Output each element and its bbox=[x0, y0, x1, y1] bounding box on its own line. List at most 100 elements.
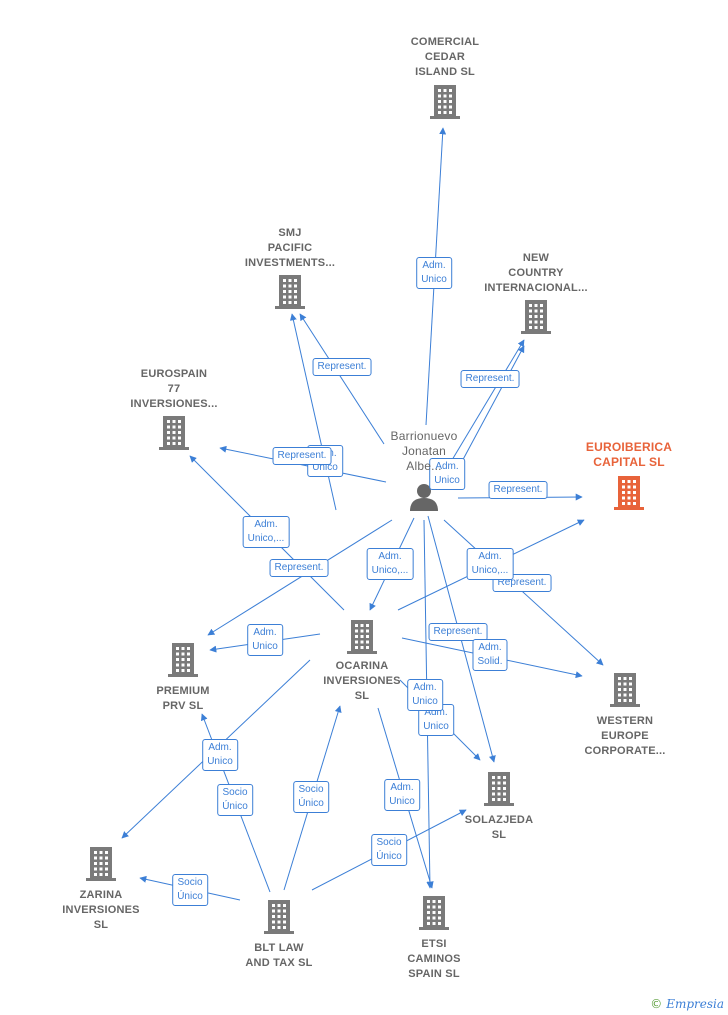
building-icon[interactable] bbox=[430, 85, 460, 119]
edge-label[interactable]: Represent. bbox=[269, 559, 329, 577]
node-label-line: COUNTRY bbox=[508, 267, 564, 279]
node-label-line: WESTERN bbox=[596, 715, 654, 727]
building-icon[interactable] bbox=[610, 673, 640, 707]
node-label-line: SOLAZJEDA bbox=[464, 814, 534, 826]
building-icon[interactable] bbox=[521, 300, 551, 334]
copyright-icon: © bbox=[650, 997, 663, 1011]
node-label-line: INTERNACIONAL... bbox=[484, 282, 588, 294]
edge-label[interactable]: Adm.Unico bbox=[416, 257, 452, 289]
node-label-line: EUROIBERICA bbox=[585, 440, 673, 454]
edge-label-line: Adm. bbox=[378, 551, 402, 562]
edge-label[interactable]: Represent. bbox=[460, 370, 520, 388]
edge-label[interactable]: Adm.Solid. bbox=[472, 639, 508, 671]
edge-label[interactable]: Adm.Unico,... bbox=[242, 516, 290, 548]
edge-person-eurospain bbox=[219, 445, 387, 483]
edge-label[interactable]: Adm. Unico bbox=[247, 624, 283, 656]
node-label-line: PRV SL bbox=[162, 700, 204, 712]
edge-person-newcountry bbox=[445, 339, 525, 471]
node-label-line: ZARINA bbox=[79, 889, 123, 901]
edge-label-line: Unico bbox=[421, 274, 447, 285]
nodes-layer bbox=[86, 85, 644, 934]
edge-label-line: Socio bbox=[222, 787, 248, 798]
building-icon[interactable] bbox=[86, 847, 116, 881]
edge-label[interactable]: Represent. bbox=[312, 358, 372, 376]
edge-label-line: Adm. bbox=[478, 551, 502, 562]
person-icon[interactable] bbox=[410, 484, 438, 511]
building-icon[interactable] bbox=[159, 416, 189, 450]
edge-label[interactable]: Adm.Unico bbox=[202, 739, 238, 771]
edge-label[interactable]: Adm.Unico bbox=[429, 458, 465, 490]
edge-label-line: Unico,... bbox=[371, 565, 409, 576]
node-label-line: EUROSPAIN bbox=[140, 368, 208, 380]
node-label-line: SL bbox=[491, 829, 507, 841]
brand-name: Empresia bbox=[666, 997, 724, 1011]
edge-label-line: Solid. bbox=[477, 656, 503, 667]
edge-label-line: Represent. bbox=[277, 450, 327, 461]
node-label-line: NEW bbox=[522, 252, 550, 264]
edge-label[interactable]: Adm.Unico bbox=[407, 679, 443, 711]
brand-logo[interactable]: ©Empresia bbox=[650, 997, 724, 1011]
node-label-zarina[interactable]: ZARINA INVERSIONES SL bbox=[62, 888, 139, 933]
building-icon[interactable] bbox=[347, 620, 377, 654]
edge-label-line: Único bbox=[298, 798, 324, 809]
edge-label-line: Socio bbox=[376, 837, 402, 848]
node-label-line: INVERSIONES bbox=[323, 675, 401, 687]
edge-label-line: Represent. bbox=[274, 562, 324, 573]
building-icon[interactable] bbox=[275, 275, 305, 309]
node-label-line: PACIFIC bbox=[267, 242, 313, 254]
node-label-line: 77 bbox=[167, 383, 181, 395]
node-label-solazjeda[interactable]: SOLAZJEDA SL bbox=[465, 813, 533, 843]
edge-label-line: Unico bbox=[312, 462, 338, 473]
node-label-line: PREMIUM bbox=[156, 685, 210, 697]
edge-label[interactable]: Represent. bbox=[272, 447, 332, 465]
building-icon[interactable] bbox=[168, 643, 198, 677]
edge-label[interactable]: Adm.Unico,... bbox=[466, 548, 514, 580]
edge-label[interactable]: Represent. bbox=[488, 481, 548, 499]
edge-label-line: Unico bbox=[252, 641, 278, 652]
edge-label[interactable]: Represent. bbox=[428, 623, 488, 641]
building-icon[interactable] bbox=[419, 896, 449, 930]
building-icon-main[interactable] bbox=[614, 476, 644, 510]
node-label-line: Albe... bbox=[406, 459, 442, 473]
edge-label-line: Represent. bbox=[317, 361, 367, 372]
edge-label-line: Represent. bbox=[497, 577, 547, 588]
node-label-line: CEDAR bbox=[424, 51, 466, 63]
edge-label-line: Socio bbox=[177, 877, 203, 888]
edge-label-line: Represent. bbox=[493, 484, 543, 495]
building-icon[interactable] bbox=[484, 772, 514, 806]
node-label-line: SL bbox=[354, 690, 370, 702]
edge-label-line: Represent. bbox=[433, 626, 483, 637]
edge-label-line: Adm. bbox=[390, 782, 414, 793]
edge-label-line: Adm. bbox=[253, 627, 277, 638]
edge-label[interactable]: Adm.Unico bbox=[384, 779, 420, 811]
node-label-premium[interactable]: PREMIUM PRV SL bbox=[156, 684, 209, 714]
node-label-line: Barrionuevo bbox=[390, 429, 458, 443]
edge-label-line: Unico bbox=[207, 756, 233, 767]
node-label-newcountry[interactable]: NEW COUNTRY INTERNACIONAL... bbox=[484, 251, 587, 296]
edge-label-line: Unico bbox=[412, 696, 438, 707]
node-label-line: ETSI bbox=[421, 938, 447, 950]
edge-label[interactable]: Adm. Unico,... bbox=[366, 548, 414, 580]
node-label-line: INVERSIONES... bbox=[130, 398, 218, 410]
edge-label-line: Único bbox=[222, 801, 248, 812]
node-label-line: INVERSIONES bbox=[62, 904, 140, 916]
node-label-line: COMERCIAL bbox=[410, 36, 480, 48]
node-label-line: AND TAX SL bbox=[245, 957, 313, 969]
building-icon[interactable] bbox=[264, 900, 294, 934]
edge-label-line: Adm. bbox=[254, 519, 278, 530]
edge-person-premium bbox=[207, 519, 393, 636]
node-label-line: SL bbox=[93, 919, 109, 931]
